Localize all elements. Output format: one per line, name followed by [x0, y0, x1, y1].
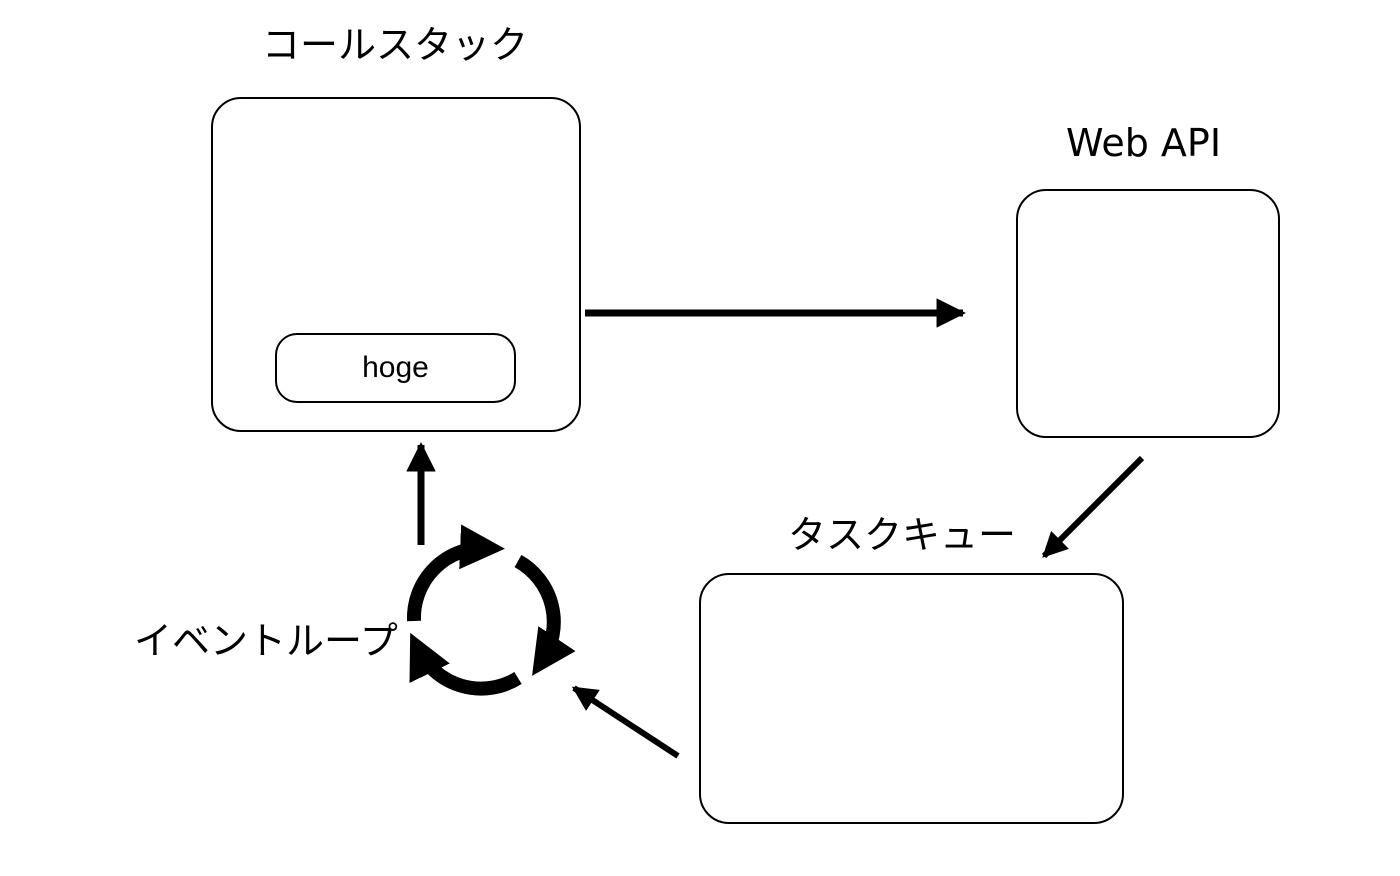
- web-api-title: Web API: [1066, 121, 1222, 165]
- arrow-taskqueue-to-eventloop: [571, 685, 680, 759]
- stack-frame-hoge: hoge: [275, 333, 516, 403]
- web-api-box: [1016, 189, 1280, 438]
- task-queue-box: [699, 573, 1124, 824]
- cycle-icon: [406, 524, 576, 696]
- arrow-webapi-to-taskqueue: [1041, 455, 1145, 559]
- task-queue-title: タスクキュー: [788, 513, 1017, 557]
- call-stack-title: コールスタック: [262, 23, 529, 67]
- event-loop-title: イベントループ: [134, 619, 398, 663]
